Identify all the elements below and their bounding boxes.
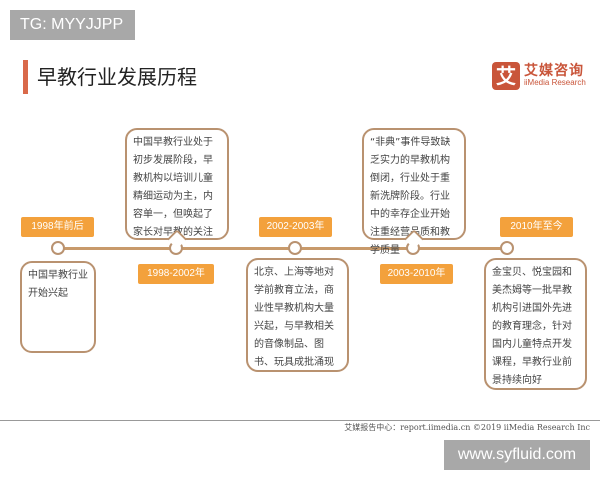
timeline-axis [58, 247, 508, 250]
event-box-4: “非典”事件导致缺乏实力的早教机构倒闭，行业处于重新洗牌阶段。行业中的幸存企业开… [362, 128, 466, 256]
timeline-node-1 [51, 241, 65, 255]
period-tag-5: 2010年至今 [500, 217, 573, 237]
period-tag-1: 1998年前后 [21, 217, 94, 237]
event-box-5: 金宝贝、悦宝园和美杰姆等一批早教机构引进国外先进的教育理念，针对国内儿童特点开发… [484, 258, 587, 390]
event-text-1: 中国早教行业开始兴起 [28, 270, 88, 299]
footer-source: 艾媒报告中心：report.iimedia.cn ©2019 iiMedia R… [344, 423, 590, 432]
period-tag-4: 2003-2010年 [380, 264, 453, 284]
event-text-5: 金宝贝、悦宝园和美杰姆等一批早教机构引进国外先进的教育理念，针对国内儿童特点开发… [492, 267, 572, 386]
event-box-2: 中国早教行业处于初步发展阶段，早教机构以培训儿童精细运动为主，内容单一，但唤起了… [125, 128, 229, 240]
timeline-node-3 [288, 241, 302, 255]
iimedia-logo: 艾 艾媒咨询 iiMedia Research [492, 62, 600, 92]
event-text-2: 中国早教行业处于初步发展阶段，早教机构以培训儿童精细运动为主，内容单一，但唤起了… [133, 137, 213, 238]
event-box-3: 北京、上海等地对学前教育立法，商业性早教机构大量兴起，与早教相关的音像制品、图书… [246, 258, 349, 372]
period-tag-3: 2002-2003年 [259, 217, 332, 237]
logo-name-cn: 艾媒咨询 [524, 63, 584, 79]
page-title: 早教行业发展历程 [37, 65, 197, 89]
period-tag-2: 1998-2002年 [138, 264, 214, 284]
title-accent-bar [23, 60, 28, 94]
event-text-3: 北京、上海等地对学前教育立法，商业性早教机构大量兴起，与早教相关的音像制品、图书… [254, 267, 334, 368]
event-text-4: “非典”事件导致缺乏实力的早教机构倒闭，行业处于重新洗牌阶段。行业中的幸存企业开… [370, 137, 451, 256]
event-box-1: 中国早教行业开始兴起 [20, 261, 96, 353]
logo-name-en: iiMedia Research [524, 78, 586, 87]
watermark-bottom: www.syfluid.com [444, 440, 590, 470]
logo-mark-icon: 艾 [492, 62, 520, 90]
watermark-top: TG: MYYJJPP [10, 10, 135, 40]
timeline-node-5 [500, 241, 514, 255]
footer-divider [0, 420, 600, 421]
